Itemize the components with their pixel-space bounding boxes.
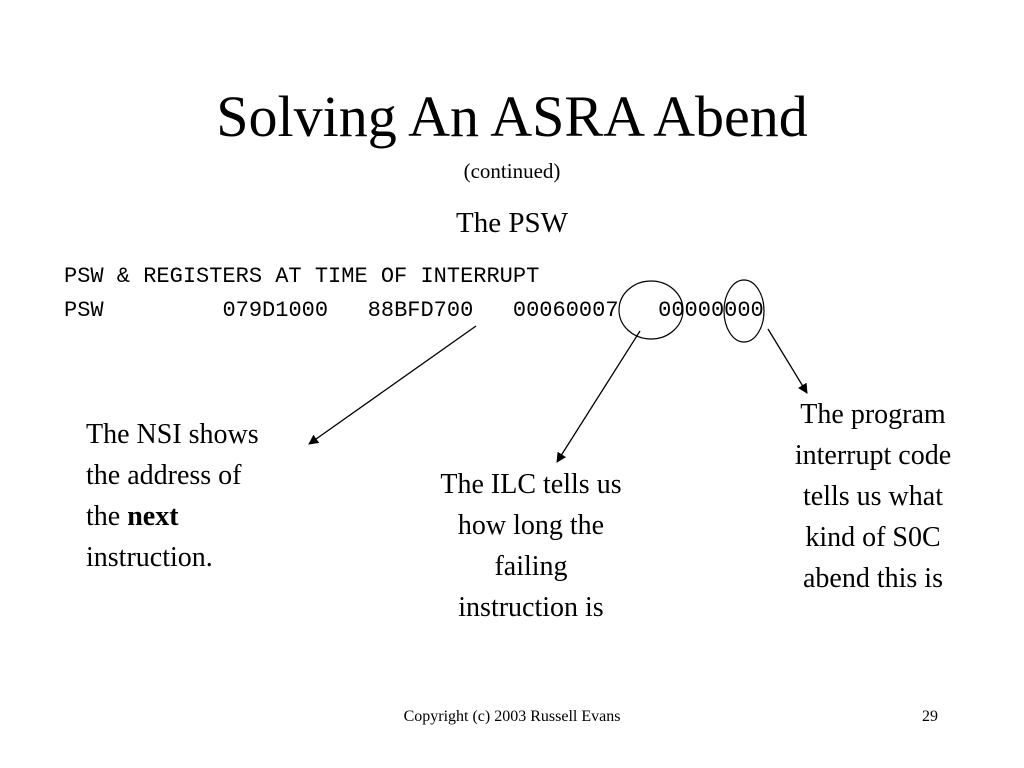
footer-page-number: 29 [922, 708, 938, 725]
slide-subtitle: (continued) [463, 159, 561, 183]
psw-header-line: PSW & REGISTERS AT TIME OF INTERRUPT [64, 264, 540, 289]
ilc-line-1: The ILC tells us [440, 469, 622, 500]
ilc-callout: The ILC tells us how long the failing in… [410, 464, 652, 628]
interrupt-code-callout: The program interrupt code tells us what… [766, 394, 980, 599]
psw-word-2: 88BFD700 [367, 298, 474, 323]
ilc-highlight-circle [618, 280, 684, 340]
ilc-line-4: instruction is [458, 592, 604, 623]
nsi-line-3-prefix: the [86, 501, 128, 532]
nsi-emphasis-next: next [127, 501, 179, 532]
ilc-line-2: how long the [457, 510, 605, 541]
psw-word-3: 00060007 [512, 298, 619, 323]
psw-label: PSW [64, 298, 104, 323]
interrupt-code-line-3: tells us what [803, 481, 943, 512]
interrupt-code-arrow [767, 328, 808, 394]
psw-word-4: 00000000 [658, 298, 764, 323]
interrupt-code-line-5: abend this is [803, 563, 943, 594]
interrupt-code-highlight-circle [723, 279, 765, 343]
nsi-arrow [308, 325, 477, 445]
ilc-line-3: failing [494, 551, 568, 582]
interrupt-code-line-1: The program [800, 399, 946, 430]
nsi-line-2: the address of [86, 460, 242, 491]
interrupt-code-line-4: kind of S0C [805, 522, 941, 553]
slide-title: Solving An ASRA Abend [216, 84, 808, 149]
psw-values-line: PSW 079D1000 88BFD700 00060007 00000000 [64, 296, 764, 326]
ilc-arrow [556, 330, 641, 463]
nsi-line-4: instruction. [86, 542, 213, 573]
nsi-line-3: the next [86, 496, 316, 537]
nsi-line-1: The NSI shows [86, 419, 259, 450]
section-heading: The PSW [456, 207, 568, 239]
footer-copyright: Copyright (c) 2003 Russell Evans [403, 708, 621, 725]
psw-word-1: 079D1000 [222, 298, 329, 323]
nsi-callout: The NSI shows the address of the next in… [86, 414, 316, 578]
interrupt-code-line-2: interrupt code [794, 440, 952, 471]
